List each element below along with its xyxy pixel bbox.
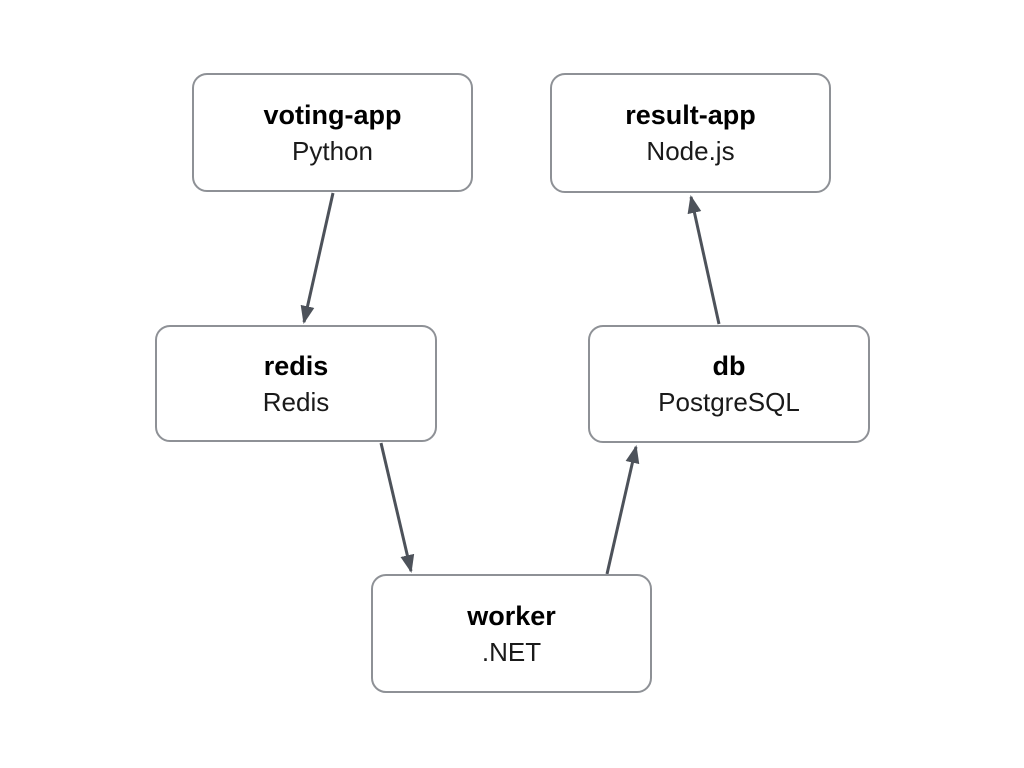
node-title: redis <box>263 350 329 381</box>
node-subtitle: Node.js <box>646 136 735 166</box>
node-title: worker <box>467 600 556 631</box>
node-subtitle: Python <box>292 135 373 166</box>
node-worker: worker .NET <box>371 574 652 693</box>
edge-worker-to-db <box>605 445 640 575</box>
node-title: result-app <box>625 100 756 130</box>
edge-voting-app-to-redis <box>300 192 335 324</box>
node-title: db <box>712 351 746 381</box>
node-subtitle: PostgreSQL <box>658 387 800 417</box>
node-result-app: result-app Node.js <box>550 73 831 193</box>
node-voting-app: voting-app Python <box>192 73 473 192</box>
edge-redis-to-worker <box>379 442 415 573</box>
node-subtitle: Redis <box>262 386 330 417</box>
node-db: db PostgreSQL <box>588 325 870 443</box>
node-redis: redis Redis <box>155 325 437 442</box>
node-title: voting-app <box>263 99 402 130</box>
node-subtitle: .NET <box>481 636 542 667</box>
edge-db-to-result-app <box>687 195 721 325</box>
